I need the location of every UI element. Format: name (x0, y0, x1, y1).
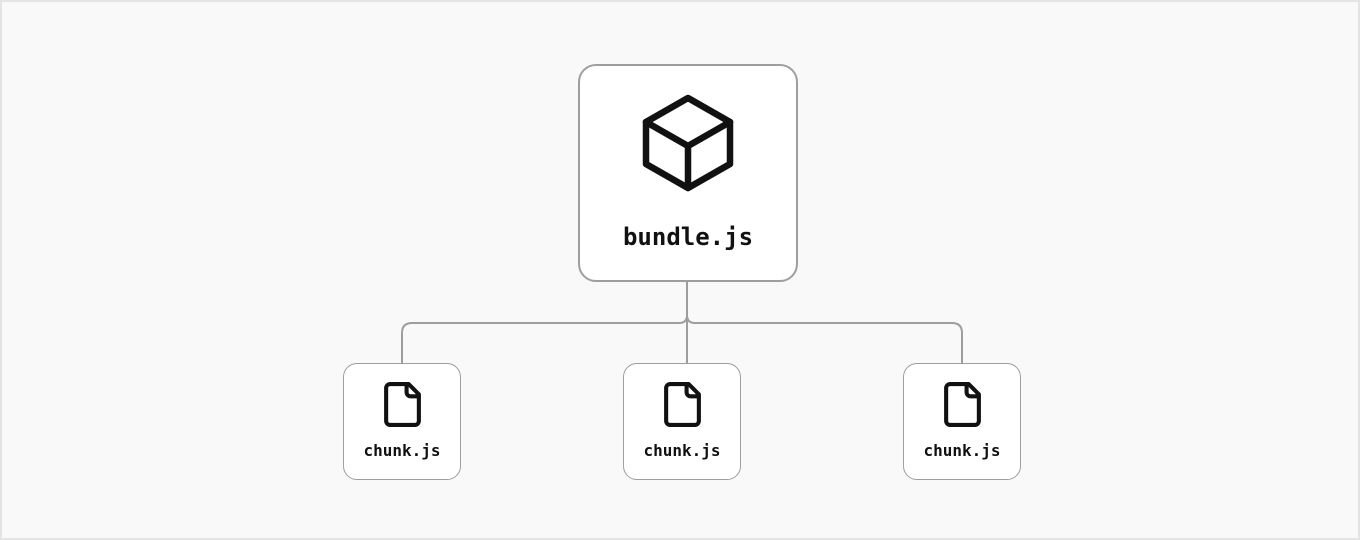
connector-right-branch (686, 314, 963, 364)
node-bundle-label: bundle.js (622, 223, 754, 251)
file-icon (383, 382, 421, 427)
file-icon (663, 382, 701, 427)
node-chunk-label: chunk.js (643, 441, 721, 460)
connector-left-branch (401, 314, 688, 364)
node-chunk-1: chunk.js (343, 363, 461, 480)
node-chunk-2: chunk.js (623, 363, 741, 480)
file-icon (943, 382, 981, 427)
node-chunk-label: chunk.js (363, 441, 441, 460)
node-chunk-3: chunk.js (903, 363, 1021, 480)
node-bundle: bundle.js (578, 64, 798, 282)
node-chunk-label: chunk.js (923, 441, 1001, 460)
cube-icon (640, 94, 736, 192)
